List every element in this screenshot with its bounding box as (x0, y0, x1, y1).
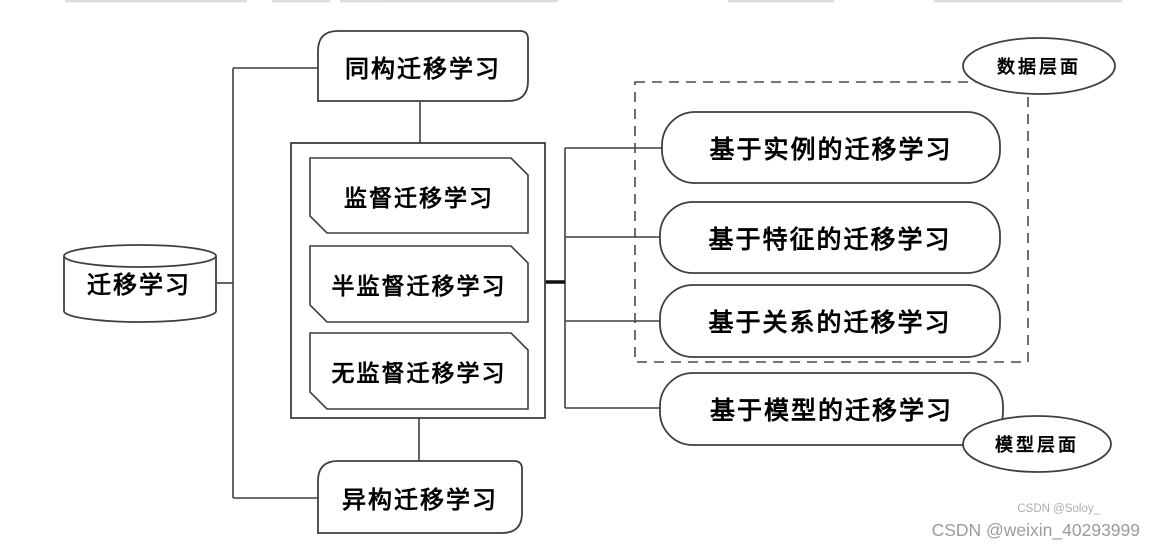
instance-based-node-label: 基于实例的迁移学习 (709, 135, 953, 164)
model-based-node-label: 基于模型的迁移学习 (709, 397, 953, 425)
instance-based-box-shape (661, 111, 1001, 184)
homogeneous-node-label: 同构迁移学习 (345, 55, 501, 83)
model-based-box-shape (659, 372, 1004, 446)
supervised-card-shape (309, 157, 529, 234)
feature-based-node-label: 基于特征的迁移学习 (708, 225, 952, 254)
semi-supervised-card-shape (309, 245, 529, 323)
cropped-text-remnants (65, 0, 1122, 3)
cylinder-shape (63, 244, 217, 323)
feature-based-box-shape (659, 201, 1001, 274)
unsupervised-node-label: 无监督迁移学习 (331, 360, 507, 386)
model-level-ellipse-shape (962, 415, 1112, 473)
watermark-weixin: CSDN @weixin_40293999 (931, 520, 1140, 540)
relation-based-node-label: 基于关系的迁移学习 (708, 309, 952, 337)
supervision-card-shapes (309, 157, 529, 410)
data-level-label: 数据层面 (997, 57, 1081, 77)
data-level-ellipse-shape (962, 37, 1116, 95)
model-level-label: 模型层面 (995, 435, 1079, 455)
heterogeneous-box-shape (317, 460, 523, 534)
root-node-label: 迁移学习 (87, 271, 191, 299)
homogeneous-box-shape (317, 30, 529, 102)
relation-based-box-shape (659, 284, 1001, 358)
unsupervised-card-shape (309, 332, 529, 410)
supervised-node-label: 监督迁移学习 (344, 184, 494, 211)
data-level-dashed-region (634, 81, 1029, 363)
watermark-soloy: CSDN @Soloy_ (1017, 503, 1100, 515)
heterogeneous-node-label: 异构迁移学习 (342, 486, 498, 514)
semi-supervised-node-label: 半监督迁移学习 (331, 273, 507, 299)
